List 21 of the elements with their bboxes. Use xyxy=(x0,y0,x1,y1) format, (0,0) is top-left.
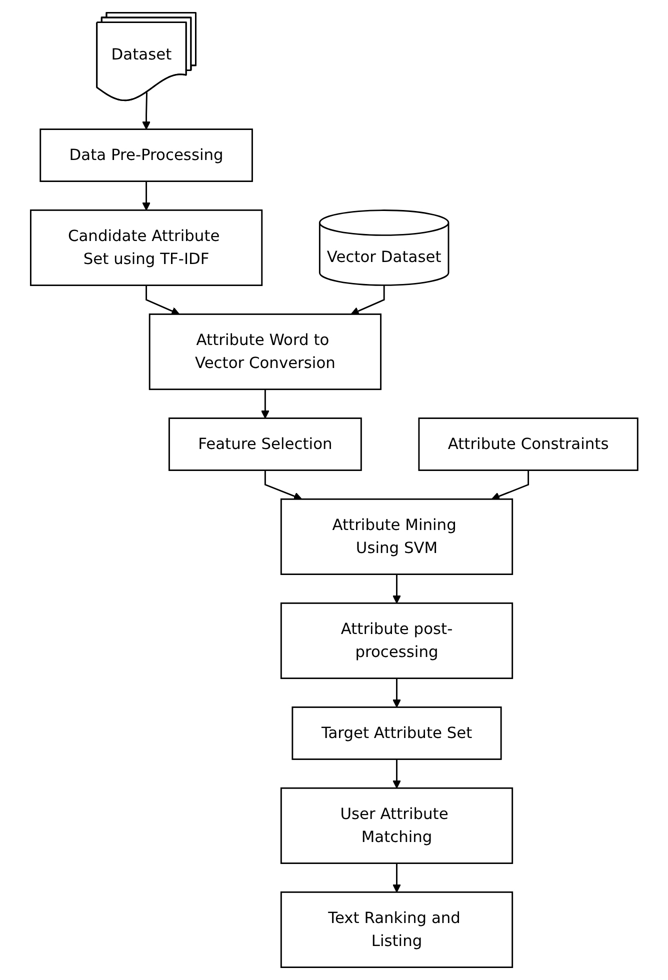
node-box: Attribute Word to Vector Conversion xyxy=(148,313,382,390)
arrow xyxy=(142,92,150,130)
arrow xyxy=(392,678,401,708)
arrow xyxy=(145,285,180,316)
arrow xyxy=(392,863,401,893)
node-box: User Attribute Matching xyxy=(280,787,513,864)
node-box: Attribute post-processing xyxy=(280,602,513,680)
node-box: Target Attribute Set xyxy=(292,706,502,760)
node-box: Data Pre-Processing xyxy=(39,128,253,182)
node-box: Feature Selection xyxy=(168,418,362,471)
arrow xyxy=(350,285,385,316)
node-box: Text Ranking and Listing xyxy=(280,891,513,968)
arrow xyxy=(260,389,270,419)
arrow xyxy=(392,574,401,604)
arrow xyxy=(392,759,401,788)
node-box: Candidate Attribute Set using TF-IDF xyxy=(30,209,262,286)
node-box: Attribute Mining Using SVM xyxy=(280,498,513,575)
arrow xyxy=(264,470,302,500)
arrow xyxy=(142,181,150,211)
node-box: Attribute Constraints xyxy=(418,418,638,471)
arrow xyxy=(491,470,529,500)
